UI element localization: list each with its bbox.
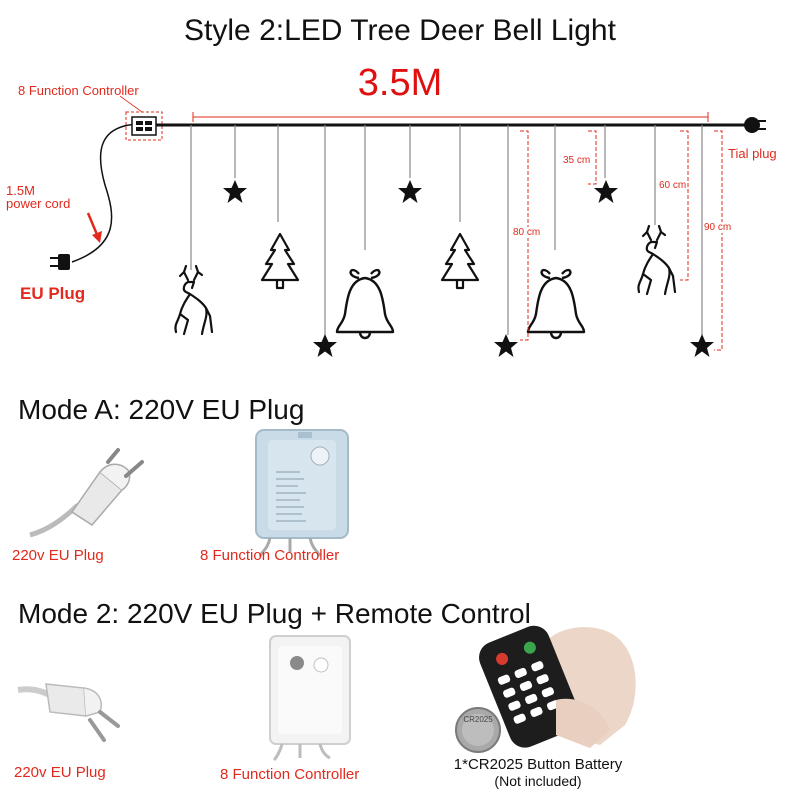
battery-caption-line2: (Not included) xyxy=(494,773,582,789)
bell-icon xyxy=(335,268,395,340)
battery-caption-line1: 1*CR2025 Button Battery xyxy=(453,756,623,773)
star-icon xyxy=(313,334,337,357)
cord-label: 1.5M power cord xyxy=(6,184,70,210)
deer-icon xyxy=(637,224,677,296)
mode-a-controller-icon xyxy=(255,429,349,557)
mode-a-plug-icon xyxy=(29,448,144,538)
light-diagram xyxy=(50,95,766,357)
mode-2-plug-caption: 220v EU Plug xyxy=(14,764,106,781)
eu-plug-icon xyxy=(50,254,70,270)
battery-print: CR2025 xyxy=(463,715,493,724)
cord-length: 1.5M xyxy=(6,183,35,198)
star-icon xyxy=(594,180,618,203)
controller-box-icon xyxy=(131,116,157,136)
mode-2-controller-icon xyxy=(269,635,351,762)
tree-icon xyxy=(440,232,480,290)
tail-plug-icon xyxy=(744,117,766,133)
controller-label: 8 Function Controller xyxy=(18,83,139,98)
dim-35cm: 35 cm xyxy=(562,155,592,166)
deer-icon xyxy=(174,264,214,336)
dim-60cm: 60 cm xyxy=(658,180,688,191)
star-icon xyxy=(690,334,714,357)
length-label: 3.5M xyxy=(357,62,443,104)
mode-2-controller-caption: 8 Function Controller xyxy=(220,766,360,783)
star-icon xyxy=(223,180,247,203)
mode-a-plug-caption: 220v EU Plug xyxy=(12,547,104,564)
page-title: Style 2:LED Tree Deer Bell Light xyxy=(184,14,616,47)
battery-caption: 1*CR2025 Button Battery (Not included) xyxy=(418,756,658,789)
mode-a-heading: Mode A: 220V EU Plug xyxy=(18,394,305,425)
mode-2-heading: Mode 2: 220V EU Plug + Remote Control xyxy=(18,598,531,629)
tree-icon xyxy=(260,232,300,290)
bell-icon xyxy=(526,268,586,340)
mode-2-plug-icon xyxy=(17,683,120,742)
tail-plug-label: Tial plug xyxy=(728,146,777,161)
mode-a-controller-caption: 8 Function Controller xyxy=(200,547,340,564)
battery-icon: CR2025 xyxy=(455,707,501,753)
dim-90cm: 90 cm xyxy=(703,222,733,233)
dim-80cm: 80 cm xyxy=(512,227,542,238)
star-icon xyxy=(398,180,422,203)
eu-plug-label: EU Plug xyxy=(20,284,86,303)
star-icon xyxy=(494,334,518,357)
remote-control-icon xyxy=(479,625,636,748)
cord-desc: power cord xyxy=(6,196,71,211)
